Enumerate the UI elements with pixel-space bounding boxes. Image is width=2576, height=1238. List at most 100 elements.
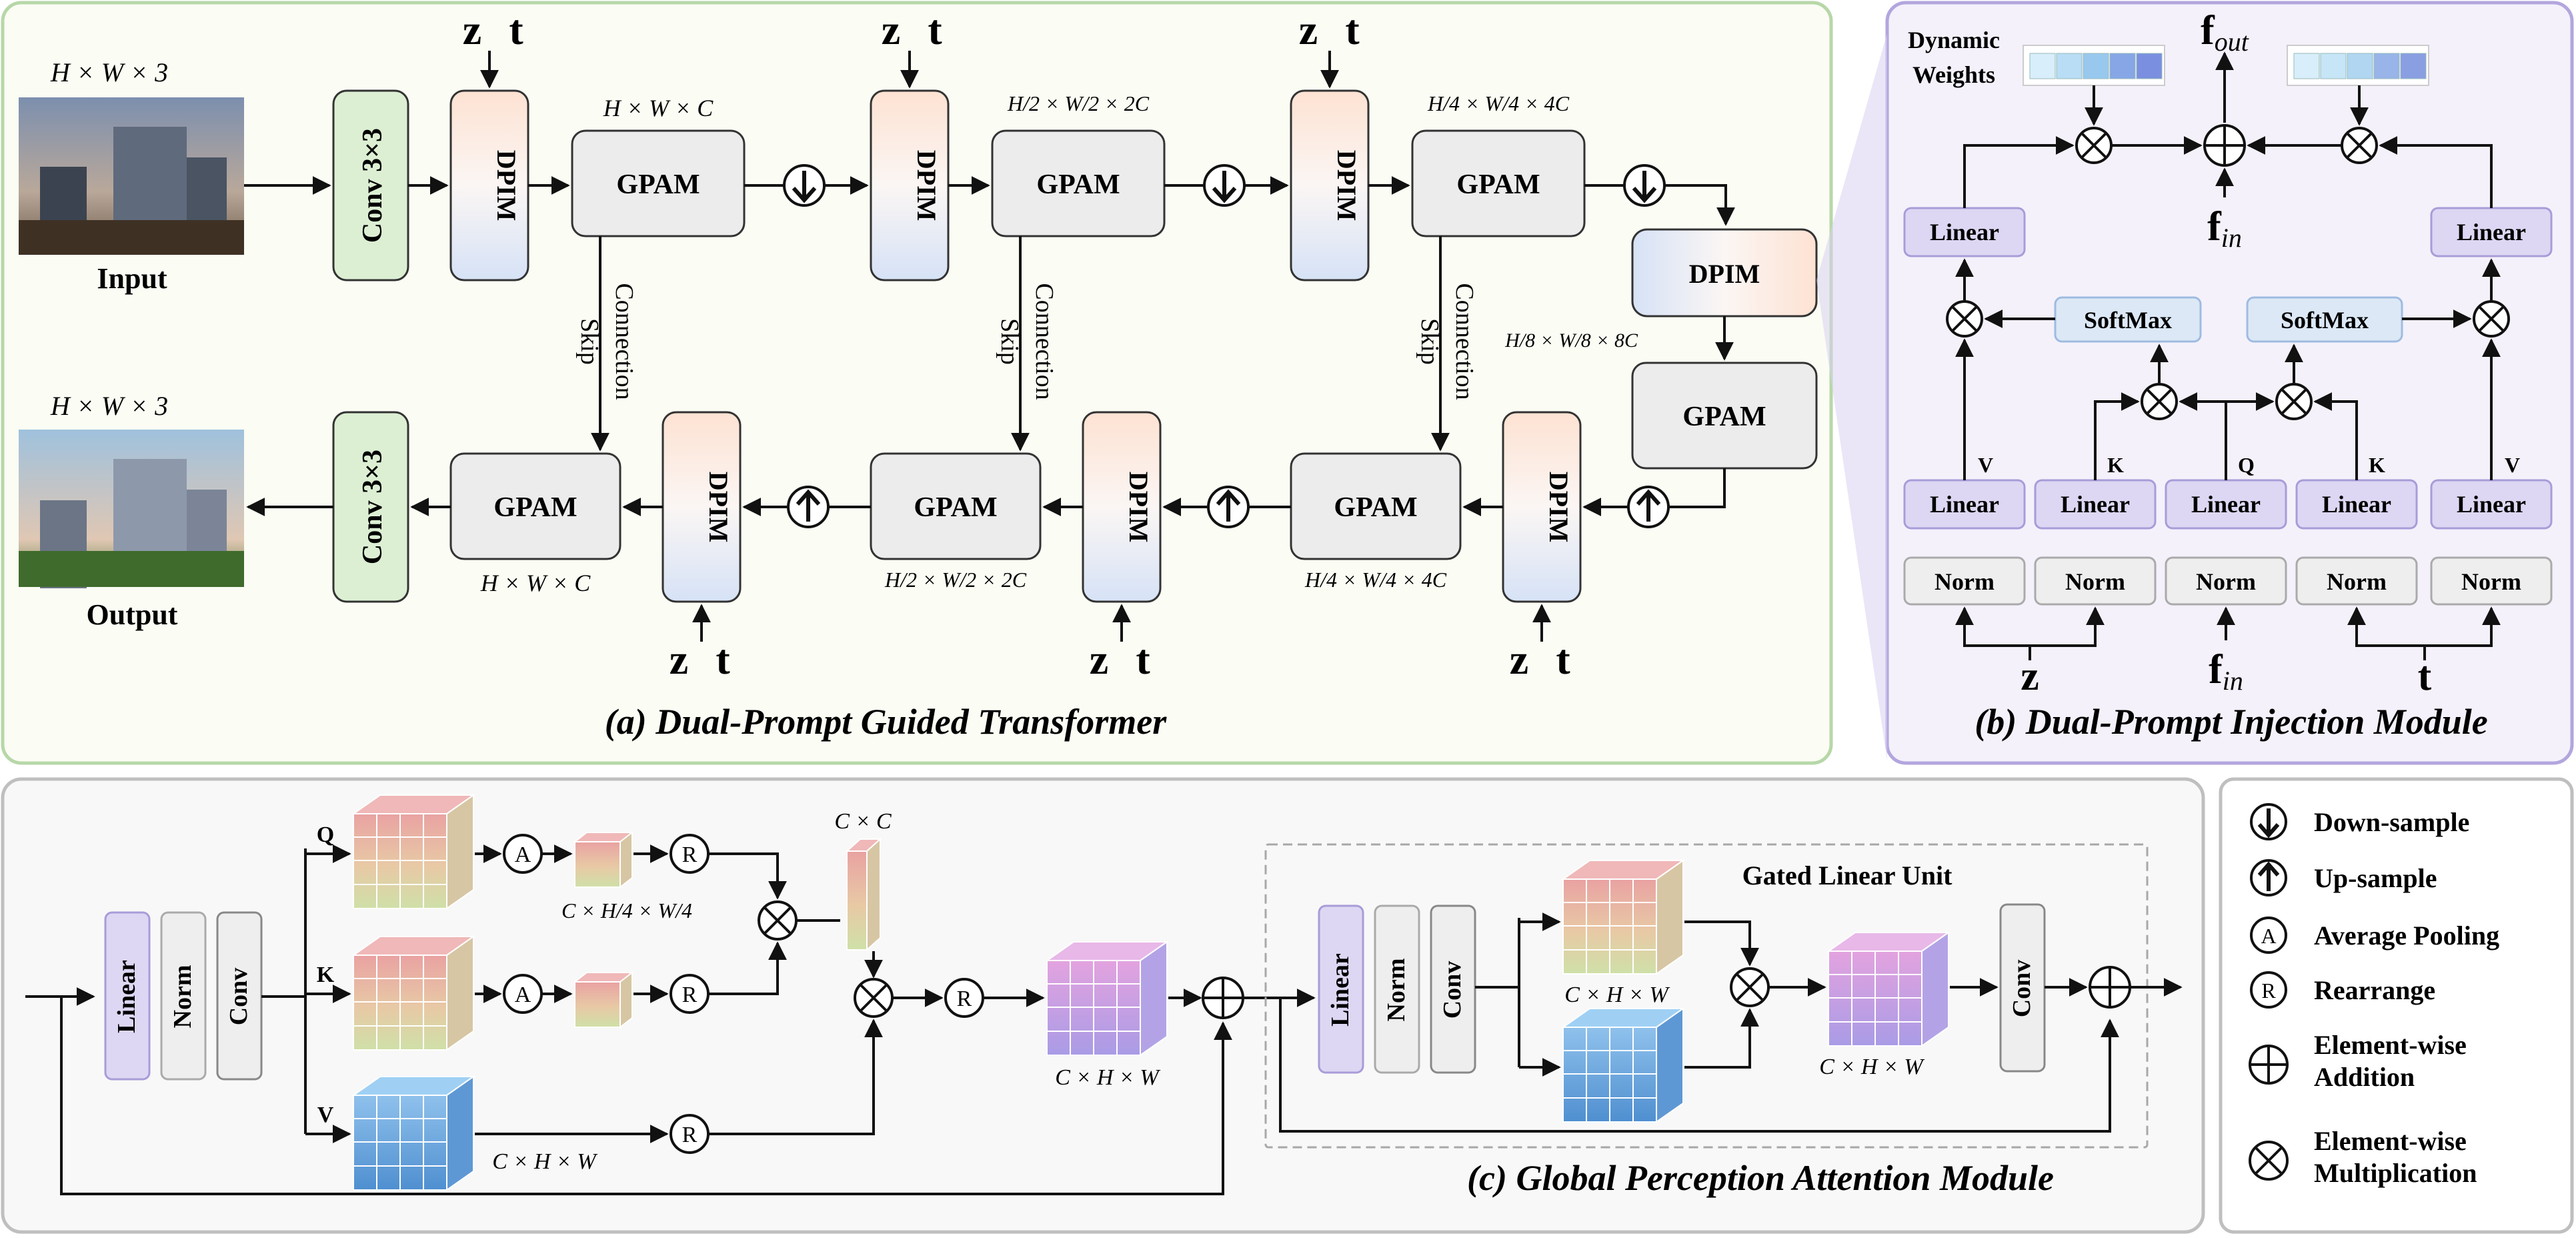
legend-rearrange-icon: R bbox=[2250, 971, 2287, 1009]
panel-b-zoom-wedge bbox=[1816, 33, 1887, 760]
downsample-icon-2 bbox=[1203, 164, 1246, 207]
glu-gate-cube bbox=[1560, 859, 1686, 975]
svg-text:Skip: Skip bbox=[1416, 318, 1444, 365]
k-pooled-cube bbox=[573, 971, 634, 1029]
t-input-label: t bbox=[2418, 654, 2432, 699]
prompt-t-dec2: t bbox=[1136, 636, 1150, 683]
svg-text:R: R bbox=[682, 842, 698, 867]
input-image bbox=[19, 97, 244, 255]
upsample-icon-1 bbox=[1627, 486, 1670, 528]
f-in-label-bottom: fin bbox=[2209, 647, 2243, 696]
rearrange-icon-q: R bbox=[670, 834, 710, 874]
dynamic-weights-right bbox=[2287, 45, 2429, 86]
dim-l2-bottom: H/2 × W/2 × 2C bbox=[884, 568, 1027, 592]
q-label: Q bbox=[2238, 453, 2255, 477]
prompt-t-enc3: t bbox=[1345, 6, 1360, 53]
k-left-label: K bbox=[2107, 453, 2124, 477]
svg-text:Norm: Norm bbox=[2327, 568, 2387, 595]
svg-text:Conv: Conv bbox=[1438, 961, 1466, 1019]
prompt-z-dec2: z bbox=[1090, 636, 1108, 683]
skip-connection-1: Skip Connection bbox=[575, 236, 638, 452]
attention-output-cube bbox=[1044, 941, 1170, 1057]
dpim-dec1-label: DPIM bbox=[704, 472, 734, 543]
rearrange-icon-k: R bbox=[670, 974, 710, 1014]
glu-linear-block bbox=[1318, 904, 1364, 1074]
v-left-label: V bbox=[1978, 453, 1993, 477]
legend-avgpool-icon: A bbox=[2250, 916, 2287, 954]
panel-b-frame bbox=[1885, 1, 2574, 765]
avgpool-icon-q: A bbox=[503, 834, 543, 874]
f-in-label-top: fin bbox=[2207, 204, 2242, 253]
cc-label: C × C bbox=[834, 809, 892, 834]
panel-c-caption: (c) Global Perception Attention Module bbox=[1467, 1158, 2054, 1198]
skip-connection-2: Skip Connection bbox=[996, 236, 1058, 452]
legend-frame bbox=[2219, 777, 2574, 1234]
output-image bbox=[19, 430, 244, 588]
gpam-dec3-label: GPAM bbox=[1334, 492, 1417, 523]
linear-top-left-label: Linear bbox=[1930, 219, 1999, 245]
norm-2 bbox=[2034, 556, 2157, 606]
glu-output-dim-label: C × H × W bbox=[1819, 1055, 1924, 1079]
mul-icon-qk-left bbox=[2141, 383, 2178, 420]
mul-icon-top-left bbox=[2075, 127, 2113, 164]
svg-text:Linear: Linear bbox=[1930, 491, 1999, 518]
legend-downsample-icon bbox=[2250, 803, 2287, 840]
add-icon-residual-2 bbox=[2089, 966, 2131, 1009]
dpim-enc3-label: DPIM bbox=[1332, 150, 1362, 221]
rearrange-icon-out: R bbox=[944, 978, 984, 1018]
add-icon-top bbox=[2203, 124, 2246, 167]
dynamic-weights-label-1: Dynamic bbox=[1908, 27, 2000, 53]
gpam-enc1 bbox=[571, 129, 746, 237]
svg-text:Connection: Connection bbox=[1450, 283, 1478, 400]
legend-add-label-2: Addition bbox=[2314, 1062, 2415, 1092]
mul-icon-av bbox=[854, 978, 894, 1018]
norm-3 bbox=[2165, 556, 2287, 606]
rearrange-icon-v: R bbox=[670, 1114, 710, 1154]
gpam-enc3-label: GPAM bbox=[1456, 169, 1540, 200]
gpam-dec1-label: GPAM bbox=[493, 492, 577, 523]
dim-l4: H/8 × W/8 × 8C bbox=[1504, 330, 1638, 352]
svg-text:R: R bbox=[682, 1123, 698, 1147]
prompt-t-enc2: t bbox=[928, 6, 942, 53]
panel-c: Linear Norm Conv Q K V bbox=[1, 777, 2205, 1234]
legend-down-label: Down-sample bbox=[2314, 807, 2469, 837]
legend-add-icon bbox=[2249, 1045, 2289, 1085]
attention-map-cube bbox=[845, 837, 882, 952]
panel-b-caption: (b) Dual-Prompt Injection Module bbox=[1975, 702, 2488, 742]
conv-in-label: Conv 3×3 bbox=[357, 128, 388, 243]
v-feature-cube bbox=[351, 1075, 476, 1191]
prompt-z-dec3: z bbox=[1510, 636, 1528, 683]
gpam-enc1-label: GPAM bbox=[616, 169, 700, 200]
legend-panel: Down-sample Up-sample A Average Pooling … bbox=[2219, 777, 2574, 1234]
mul-icon-glu bbox=[1730, 967, 1770, 1007]
c-v-label: V bbox=[317, 1103, 334, 1127]
prompt-t-dec1: t bbox=[716, 636, 730, 683]
svg-text:Norm: Norm bbox=[2196, 568, 2256, 595]
glu-conv-block bbox=[1430, 904, 1476, 1074]
panel-a-caption: (a) Dual-Prompt Guided Transformer bbox=[605, 702, 1167, 742]
q-feature-cube bbox=[351, 794, 476, 910]
input-label: Input bbox=[97, 262, 167, 295]
glu-norm-block bbox=[1374, 904, 1420, 1074]
svg-text:R: R bbox=[2261, 979, 2276, 1003]
norm-4 bbox=[2295, 556, 2418, 606]
svg-text:A: A bbox=[2261, 924, 2276, 948]
dim-l1-top: H × W × C bbox=[603, 95, 714, 121]
svg-text:Norm: Norm bbox=[1382, 959, 1410, 1022]
svg-text:A: A bbox=[515, 842, 531, 867]
dim-l1-bottom: H × W × C bbox=[480, 570, 591, 596]
legend-mul-label-2: Multiplication bbox=[2314, 1158, 2477, 1188]
svg-text:R: R bbox=[682, 983, 698, 1007]
input-dim-label: H × W × 3 bbox=[50, 57, 168, 87]
c-linear-block bbox=[104, 911, 151, 1081]
dim-l3-bottom: H/4 × W/4 × 4C bbox=[1304, 568, 1447, 592]
c-norm-block bbox=[160, 911, 207, 1081]
pooled-dim-label: C × H/4 × W/4 bbox=[561, 898, 692, 922]
svg-text:Conv: Conv bbox=[225, 968, 253, 1026]
legend-upsample-icon bbox=[2250, 859, 2287, 896]
dynamic-weights-left bbox=[2023, 45, 2165, 86]
glu-box bbox=[1264, 843, 2149, 1149]
mul-icon-mid-right bbox=[2473, 300, 2510, 338]
gpam-dec2-label: GPAM bbox=[914, 492, 997, 523]
